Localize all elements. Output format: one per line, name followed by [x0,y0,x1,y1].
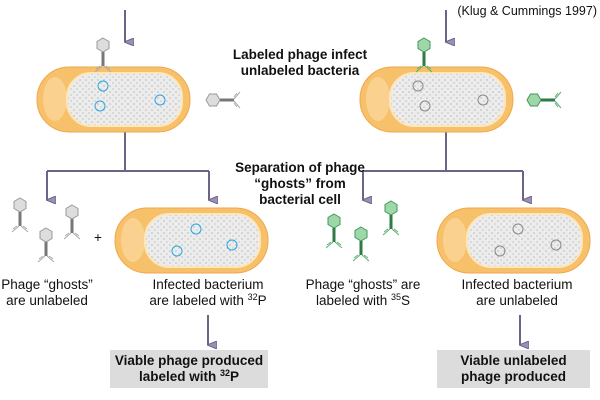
caption-text: labeled with [315,293,388,308]
result-line: Viable unlabeled [460,353,567,368]
step2-line2: “ghosts” from [254,176,346,191]
result-left-box: Viable phage produced labeled with 32P [110,350,268,388]
isotope-mass: 32 [247,292,258,302]
caption-line: are unlabeled [6,293,88,308]
phage-green-side [526,91,562,109]
isotope-mass: 32 [220,368,231,378]
result-line: phage produced [460,369,566,384]
bacterium-top-left [36,66,191,133]
isotope-symbol: P [257,293,267,308]
right-ghosts-caption: Phage “ghosts” are labeled with 35S [293,277,433,309]
phage-gray-side [205,91,241,109]
caption-line: are labeled with 32P [128,293,288,309]
isotope-symbol: P [230,369,240,384]
split-right [363,132,523,172]
caption-line: are unlabeled [476,293,558,308]
caption-line: Infected bacterium [152,277,264,292]
left-ghosts-caption: Phage “ghosts” are unlabeled [0,277,97,309]
ghosts-green [325,200,400,262]
step1-line2: unlabeled bacteria [240,63,360,78]
step2-label: Separation of phage “ghosts” from bacter… [200,160,400,208]
caption-line: Infected bacterium [461,277,573,292]
bacterium-bottom-right [436,207,591,274]
result-line: Viable phage produced [114,353,264,368]
caption-text: are labeled with [149,293,244,308]
caption-line: Phage “ghosts” are [305,277,421,292]
step2-line3: bacterial cell [259,192,341,207]
step2-line1: Separation of phage [235,160,365,175]
caption-line: Phage “ghosts” [1,277,93,292]
caption-line: labeled with 35S [293,293,433,309]
bacterium-top-right [359,66,514,133]
step1-line1: Labeled phage infect [232,47,368,62]
ghosts-gray [11,197,81,263]
left-bacterium-caption: Infected bacterium are labeled with 32P [128,277,288,309]
split-left [47,132,209,172]
result-right-box: Viable unlabeled phage produced [437,350,590,388]
citation: (Klug & Cummings 1997) [457,4,597,18]
right-bacterium-caption: Infected bacterium are unlabeled [437,277,597,309]
bacterium-bottom-left [114,207,269,274]
isotope-mass: 35 [391,292,402,302]
plus-sign: + [94,230,102,245]
step1-label: Labeled phage infect unlabeled bacteria [200,47,400,79]
result-text: labeled with [138,369,217,384]
isotope-symbol: S [401,293,411,308]
result-line: labeled with 32P [110,369,268,385]
